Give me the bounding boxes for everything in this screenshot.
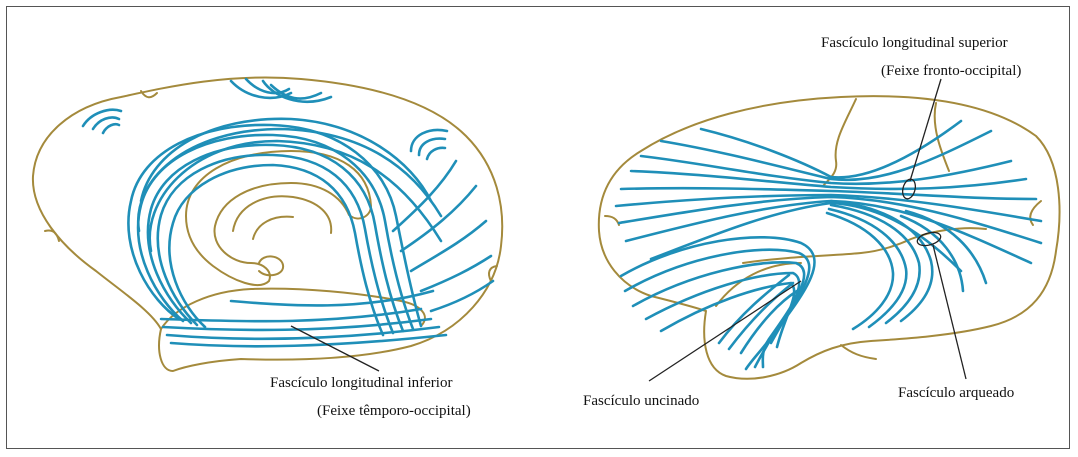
leader-inferior <box>291 326 379 371</box>
right-central-sulcus <box>823 99 856 186</box>
label-uncinate: Fascículo uncinado <box>583 393 699 409</box>
label-inferior-title: Fascículo longitudinal inferior <box>270 375 452 391</box>
right-arc-4 <box>827 213 893 329</box>
right-slf-7 <box>661 131 991 180</box>
right-arc-3 <box>829 209 906 327</box>
right-brain-outline <box>599 96 1060 379</box>
left-u-fiber-3 <box>103 124 119 133</box>
left-u-fiber-10 <box>427 148 445 159</box>
right-uncinate-bundle <box>621 237 815 369</box>
right-sylvian-fissure <box>743 228 986 263</box>
left-brain-medial-view <box>33 77 502 371</box>
left-fornix <box>233 196 331 233</box>
left-occ-4 <box>431 281 493 311</box>
left-ilf-1 <box>161 309 421 321</box>
right-inferior-sulcus <box>841 345 876 359</box>
figure-frame: Fascículo longitudinal inferior (Feixe t… <box>6 6 1070 449</box>
left-outline-notch-2 <box>45 230 59 241</box>
label-superior-subtitle: (Feixe fronto-occipital) <box>881 63 1021 79</box>
label-inferior-subtitle: (Feixe têmporo-occipital) <box>317 403 471 419</box>
right-slf-8 <box>701 121 961 177</box>
right-arc-2 <box>831 205 920 323</box>
right-unc-3 <box>633 262 804 367</box>
left-occ-1 <box>401 186 476 251</box>
brain-fasciculi-diagram: Fascículo longitudinal inferior (Feixe t… <box>7 7 1071 450</box>
right-brain-lateral-view <box>599 96 1060 379</box>
left-occ-2 <box>411 221 486 271</box>
right-unc-2 <box>625 250 809 367</box>
right-frontal-notch <box>605 216 619 225</box>
right-slf-1 <box>641 156 1011 184</box>
right-slf-bundle <box>616 121 1041 271</box>
leader-arcuate <box>933 245 966 379</box>
left-occ-3 <box>421 256 491 291</box>
label-superior-title: Fascículo longitudinal superior <box>821 35 1008 51</box>
left-ilf-5 <box>231 291 433 305</box>
label-arcuate: Fascículo arqueado <box>898 385 1014 401</box>
left-fornix-inner <box>253 217 293 239</box>
